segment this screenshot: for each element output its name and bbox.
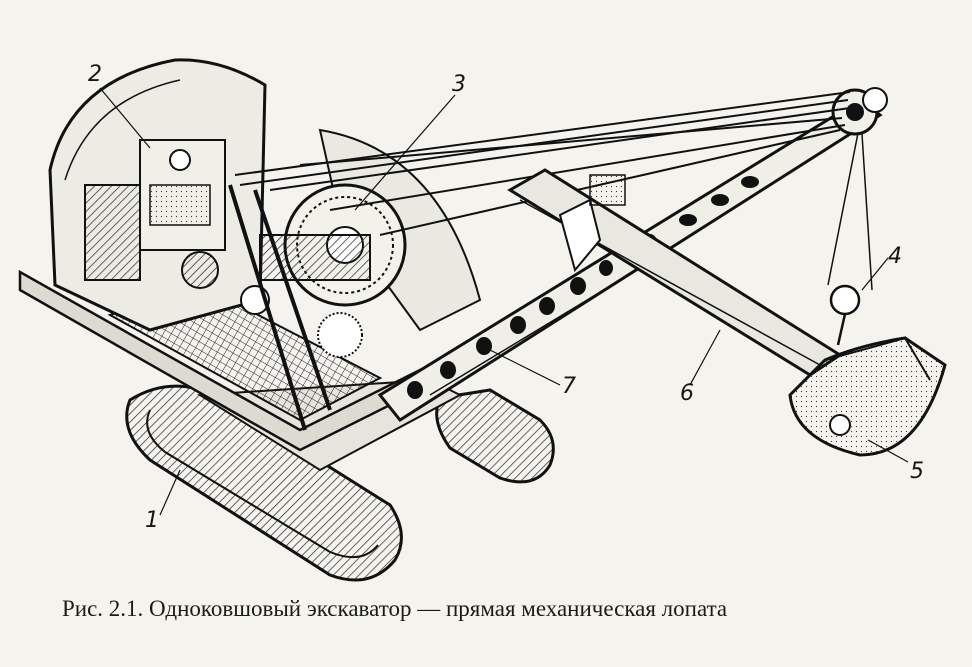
callout-7: 7 xyxy=(562,374,576,399)
callout-4: 4 xyxy=(888,244,902,269)
callout-5: 5 xyxy=(910,459,924,484)
a-frame xyxy=(228,184,332,431)
crawler-track xyxy=(125,384,555,582)
callout-1: 1 xyxy=(145,508,159,533)
leader-lines xyxy=(99,87,909,516)
power-unit xyxy=(139,139,226,289)
figure-caption: Рис. 2.1. Одноковшовый экскаватор — прям… xyxy=(62,596,728,621)
winch-drums xyxy=(240,183,407,358)
callout-3: 3 xyxy=(452,72,466,97)
callout-6: 6 xyxy=(680,381,694,406)
callout-2: 2 xyxy=(88,62,102,87)
bucket xyxy=(788,336,947,457)
bucket-hoist-rope xyxy=(827,132,873,346)
dipper-stick xyxy=(507,168,843,377)
boom-sheaves xyxy=(831,87,888,136)
